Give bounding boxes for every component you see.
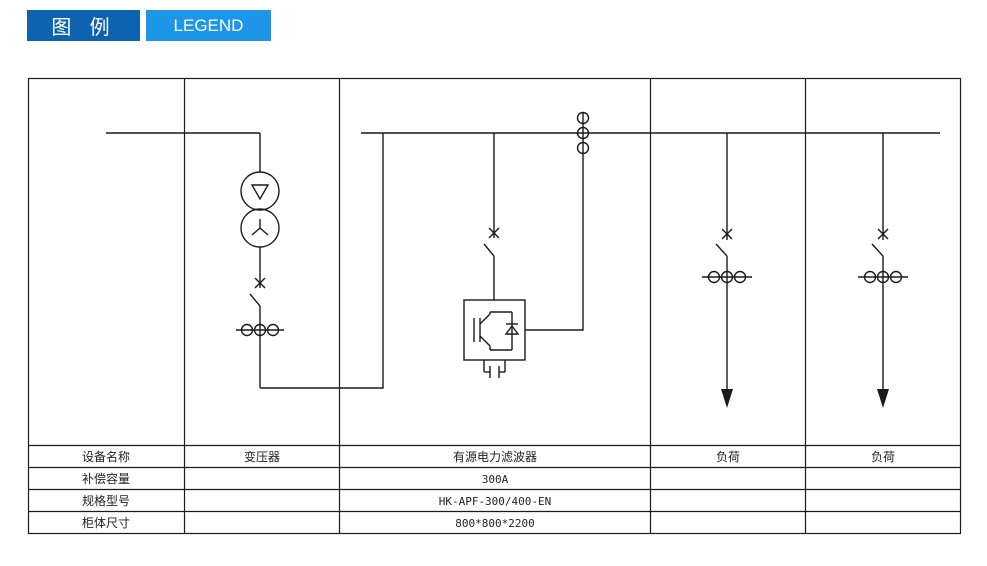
- diagram-frame: [27, 77, 962, 535]
- delta-symbol: [250, 184, 270, 201]
- load-current-transformer: [858, 270, 908, 284]
- row-label-device-name: 设备名称: [82, 449, 130, 464]
- load-breaker: [871, 228, 889, 257]
- legend-title-cn: 图 例: [27, 10, 140, 41]
- bus-current-transformer: [576, 111, 590, 155]
- apf-ct-signal-line: [525, 112, 584, 331]
- cell-apf-model: HK-APF-300/400-EN: [439, 495, 552, 508]
- row-label-cabinet-size: 柜体尺寸: [82, 516, 130, 530]
- igbt-icon: [473, 311, 513, 351]
- transformer-current-transformer: [236, 323, 284, 337]
- transformer-primary-winding: [240, 171, 280, 211]
- diode-icon: [504, 323, 520, 335]
- cell-load1-name: 负荷: [716, 450, 740, 464]
- row-label-capacity: 补偿容量: [82, 471, 130, 486]
- wye-symbol: [251, 219, 269, 236]
- cell-load2-name: 负荷: [871, 450, 895, 464]
- cell-apf-capacity: 300A: [482, 473, 509, 486]
- transformer-breaker: [249, 277, 266, 307]
- load-arrow-icon: [721, 389, 733, 408]
- bus-tie-line: [260, 133, 384, 389]
- cell-transformer-name: 变压器: [244, 449, 280, 464]
- cell-apf-size: 800*800*2200: [455, 517, 534, 530]
- legend-header: 图 例 LEGEND: [27, 10, 271, 41]
- load-breaker: [715, 228, 733, 257]
- load-current-transformer: [702, 270, 752, 284]
- legend-title-en: LEGEND: [146, 10, 271, 41]
- row-label-model: 规格型号: [82, 493, 130, 508]
- dc-capacitor-icon: [483, 360, 506, 378]
- apf-breaker: [483, 227, 500, 257]
- load-arrow-icon: [877, 389, 889, 408]
- cell-apf-name: 有源电力滤波器: [453, 450, 537, 464]
